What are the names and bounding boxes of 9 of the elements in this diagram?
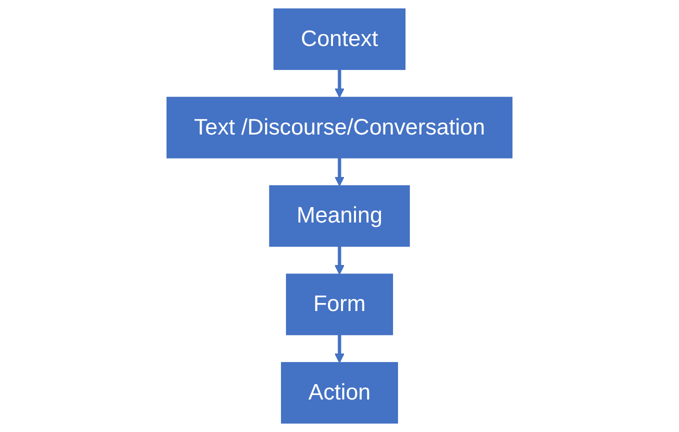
node-box: Text /Discourse/Conversation — [166, 96, 512, 158]
arrow — [334, 334, 344, 364]
node-box: Context — [274, 8, 406, 70]
arrow — [334, 158, 344, 186]
node-box: Action — [280, 362, 398, 424]
node-box: Form — [286, 274, 394, 336]
arrow — [334, 69, 344, 98]
arrow — [334, 246, 344, 275]
node-box: Meaning — [269, 185, 410, 247]
